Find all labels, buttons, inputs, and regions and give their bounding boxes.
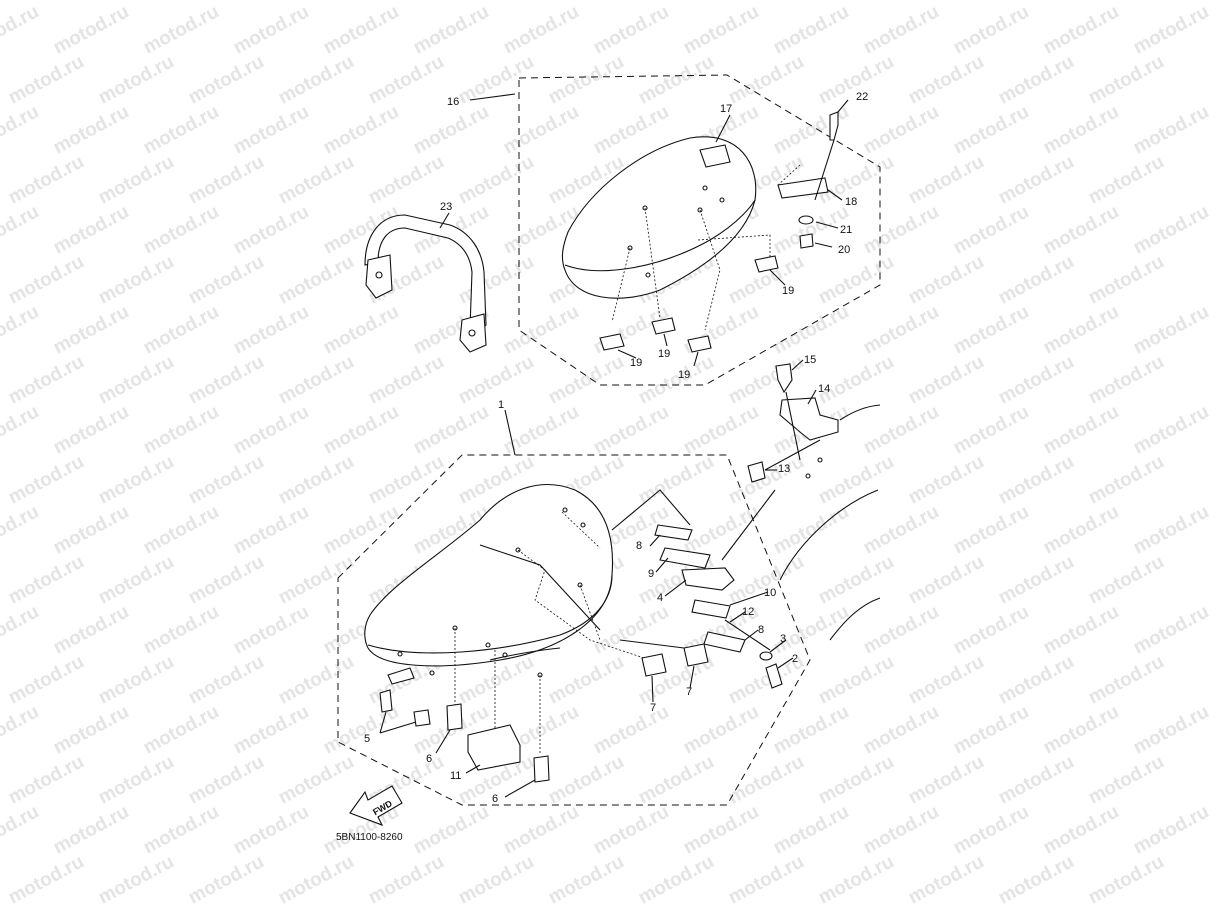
diagram-code: 5BN1100-8260: [336, 832, 403, 843]
bolt-13: [747, 461, 766, 483]
callout-19d: 19: [678, 369, 690, 381]
callout-3: 3: [780, 633, 786, 645]
callout-18: 18: [845, 196, 857, 208]
callout-7a: 7: [650, 702, 656, 714]
callout-19b: 19: [630, 357, 642, 369]
callout-13: 13: [778, 463, 790, 475]
bolt-5-b: [413, 709, 431, 727]
callout-22: 22: [856, 91, 868, 103]
clip-7-a: [641, 653, 667, 677]
damper-6-b: [533, 755, 550, 783]
rider-seat-group: [337, 359, 881, 806]
callout-21: 21: [840, 224, 852, 236]
callout-5: 5: [364, 733, 370, 745]
plate-8-upper: [654, 524, 693, 541]
washer-3: [759, 651, 773, 661]
callout-11: 11: [450, 770, 461, 782]
seat-nut-19-b: [651, 317, 676, 335]
callout-8a: 8: [636, 540, 642, 552]
callout-19c: 19: [658, 348, 670, 360]
callout-10: 10: [764, 587, 776, 599]
damper-6-a: [446, 703, 463, 731]
seat-nut-19-d: [754, 255, 779, 273]
callout-14: 14: [818, 383, 830, 395]
callout-2: 2: [792, 653, 798, 665]
callout-8b: 8: [758, 624, 764, 636]
clip-7-b: [683, 643, 709, 667]
bracket-18: [777, 177, 829, 199]
rider-seat-boundary: [337, 454, 811, 806]
passenger-seat-group: [469, 74, 881, 386]
grab-handle-group: [364, 212, 487, 353]
callout-20: 20: [838, 244, 850, 256]
fwd-arrow: FWD: [349, 785, 403, 827]
passenger-seat-strap: [699, 144, 731, 168]
seat-nut-19-a: [599, 333, 625, 351]
callout-6a: 6: [426, 753, 432, 765]
callout-15: 15: [804, 354, 816, 366]
bolt-15: [775, 363, 793, 394]
nut-20: [799, 233, 814, 249]
seat-nut-19-c: [687, 335, 712, 353]
bracket-4: [681, 567, 735, 591]
passenger-seat-boundary: [518, 74, 881, 386]
callout-7b: 7: [686, 686, 692, 698]
plate-9: [659, 547, 711, 569]
bolt-5-a: [379, 689, 393, 713]
callout-12: 12: [742, 606, 754, 618]
callout-16: 16: [447, 96, 459, 108]
plate-10: [691, 599, 731, 619]
bracket-11: [467, 724, 521, 771]
callout-9: 9: [648, 568, 654, 580]
washer-21: [798, 215, 814, 225]
callout-23: 23: [440, 201, 452, 213]
callout-6b: 6: [492, 793, 498, 805]
bracket-14: [779, 397, 839, 441]
plate-8-lower: [703, 631, 746, 653]
passenger-seat: [561, 136, 757, 299]
callout-19a: 19: [782, 285, 794, 297]
callout-17: 17: [720, 103, 732, 115]
callout-1: 1: [498, 399, 504, 411]
callout-4: 4: [657, 592, 663, 604]
bolt-22: [829, 111, 839, 141]
bolt-2: [765, 663, 783, 689]
rider-seat: [364, 484, 614, 667]
